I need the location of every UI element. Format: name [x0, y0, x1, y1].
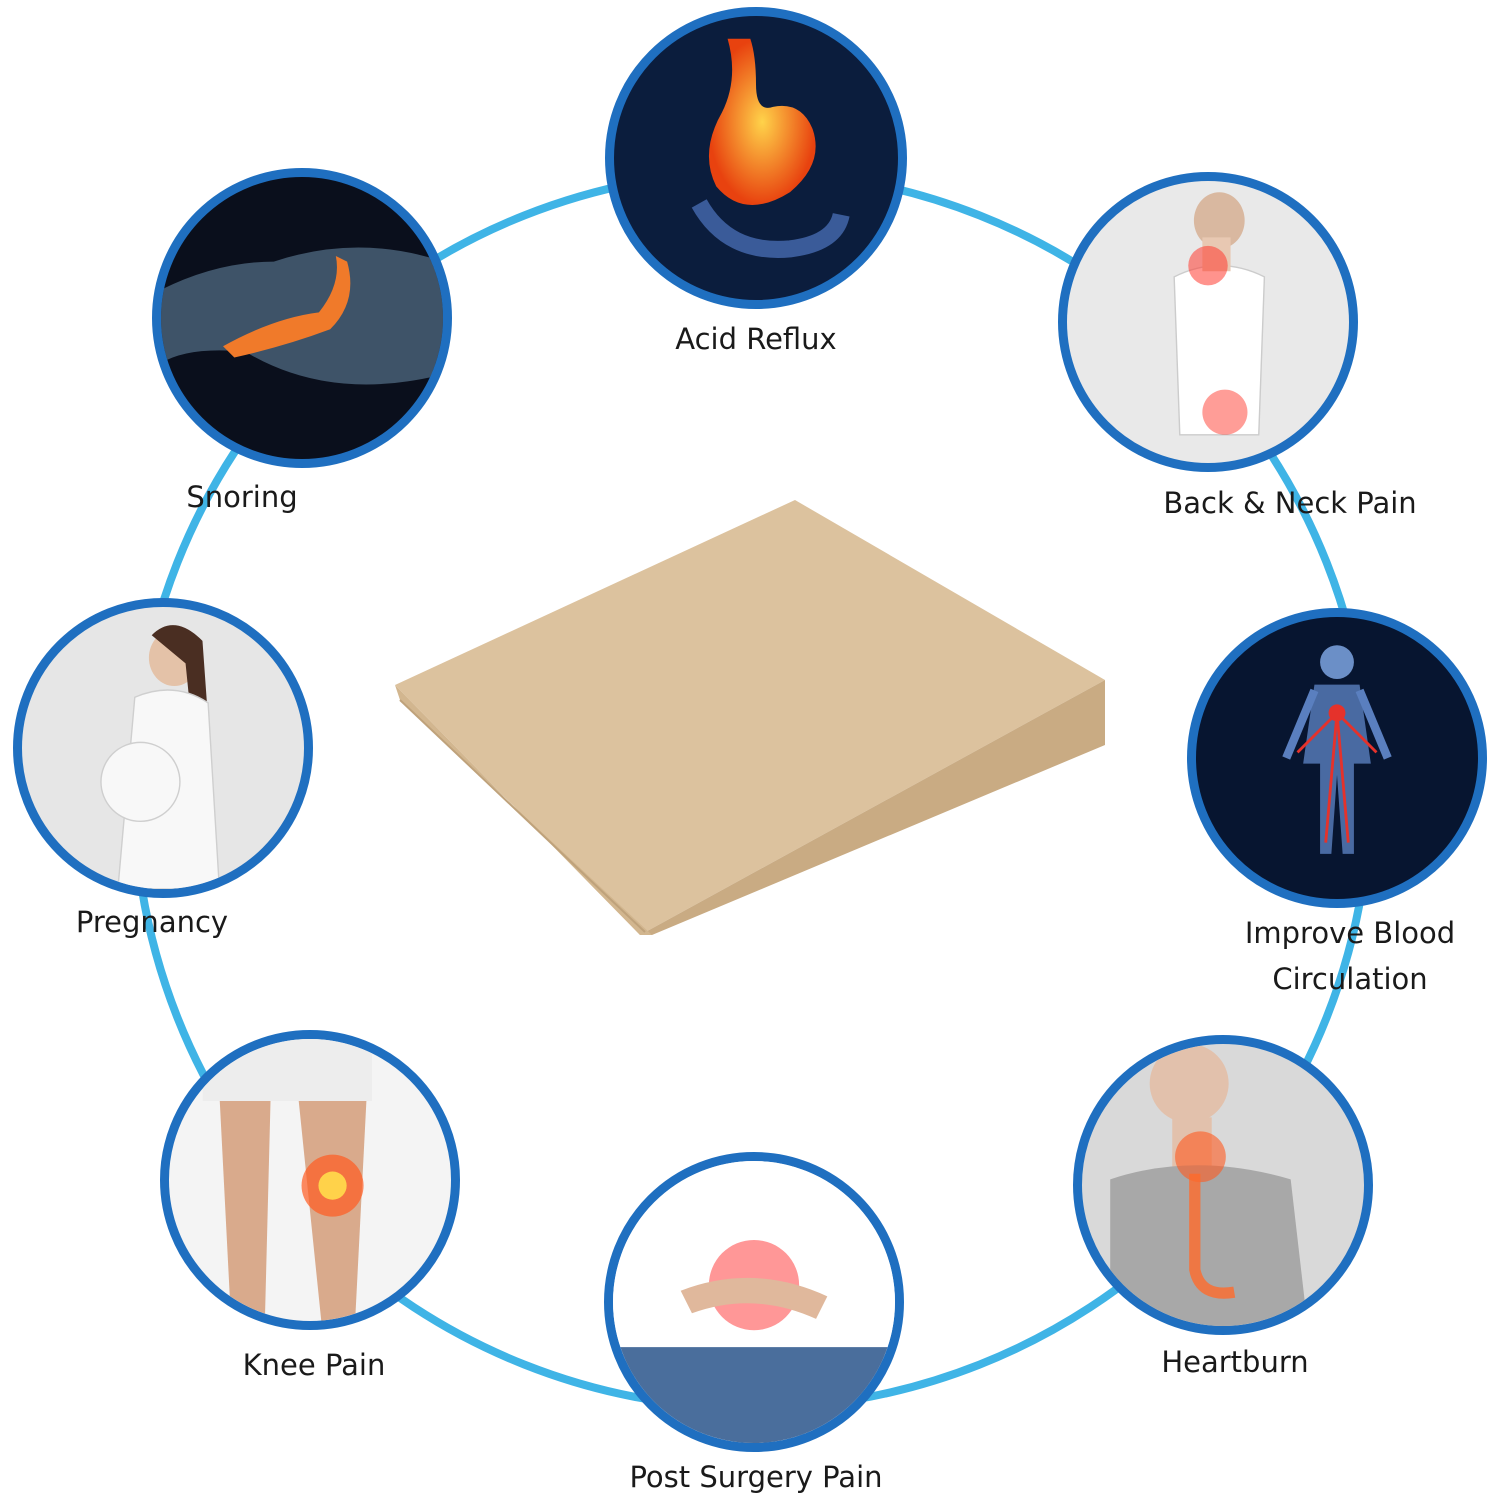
pregnancy-icon	[100, 625, 221, 889]
blood-circulation-label-line1: Improve Blood	[1244, 916, 1456, 950]
throat-burn-icon	[1110, 1044, 1308, 1326]
pregnancy-bubble	[13, 598, 313, 898]
abdominal-pain-icon	[613, 1161, 895, 1443]
back-neck-pain-label: Back & Neck Pain	[1163, 486, 1417, 520]
back-neck-pain-bubble	[1058, 172, 1358, 472]
blood-circulation-label-line2: Circulation	[1272, 962, 1428, 996]
blood-circulation-bubble	[1187, 608, 1487, 908]
post-surgery-pain-bubble	[604, 1152, 904, 1452]
post-surgery-pain-label: Post Surgery Pain	[629, 1460, 883, 1494]
snoring-label: Snoring	[186, 480, 298, 514]
heartburn-label: Heartburn	[1161, 1345, 1309, 1379]
airway-icon	[161, 247, 443, 385]
acid-reflux-label: Acid Reflux	[675, 322, 837, 356]
knee-pain-bubble	[160, 1030, 460, 1330]
knee-pain-label: Knee Pain	[242, 1348, 386, 1382]
heartburn-bubble	[1073, 1035, 1373, 1335]
snoring-bubble	[152, 168, 452, 468]
pregnancy-label: Pregnancy	[75, 905, 229, 939]
back-pain-icon	[1173, 192, 1266, 436]
knee-pain-icon	[202, 1039, 373, 1321]
circulatory-system-icon	[1282, 645, 1392, 854]
acid-reflux-bubble	[605, 7, 907, 309]
stomach-icon	[691, 38, 850, 258]
